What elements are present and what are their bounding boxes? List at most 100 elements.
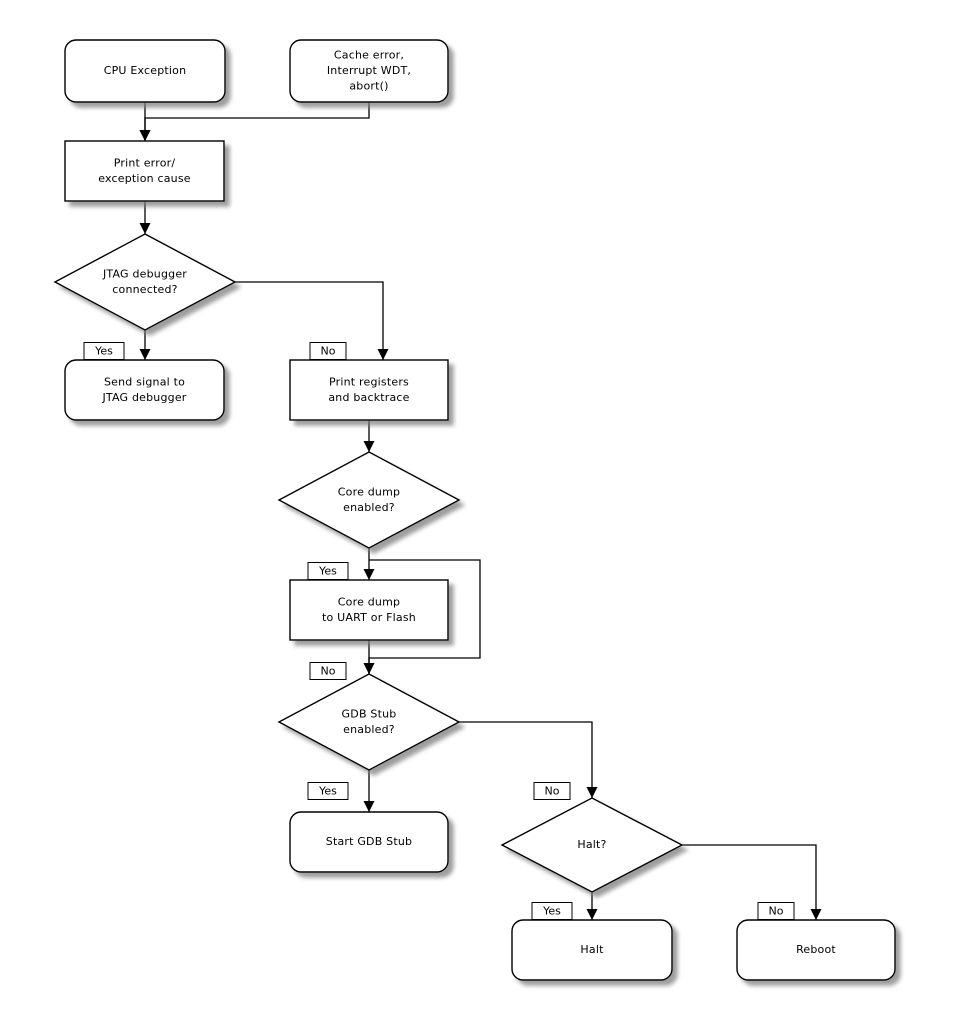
arrowhead-icon <box>377 349 389 360</box>
edge-label-e_jtag_yes: Yes <box>83 342 125 360</box>
node-jtag_connected[interactable]: JTAG debugger connected? <box>53 233 237 331</box>
node-label: Interrupt WDT, <box>327 64 411 77</box>
node-shape-rounded <box>511 919 673 981</box>
edge-path <box>682 844 817 920</box>
edge-label-e_coreq_no: No <box>309 662 347 680</box>
node-label: CPU Exception <box>104 64 187 77</box>
node-core_dump_do[interactable]: Core dump to UART or Flash <box>289 579 449 641</box>
edge-label-box <box>307 562 349 580</box>
edge-label-e_haltq_no: No <box>757 902 795 920</box>
node-shape-rect <box>289 359 449 421</box>
arrowhead-icon <box>586 909 598 920</box>
edge-label-box <box>531 902 573 920</box>
node-label: Core dump <box>338 485 400 498</box>
node-label: Print registers <box>329 375 409 388</box>
edge-path <box>235 281 384 360</box>
node-label: and backtrace <box>328 391 409 404</box>
node-label: exception cause <box>98 172 191 185</box>
edge-label-e_jtag_no: No <box>309 342 347 360</box>
node-cache_error[interactable]: Cache error, Interrupt WDT, abort() <box>289 39 449 103</box>
node-core_dump_q[interactable]: Core dump enabled? <box>277 451 461 549</box>
edge-e_registers_to_coreq <box>363 420 375 452</box>
edge-label-text: No <box>545 785 560 798</box>
arrowhead-icon <box>139 130 151 141</box>
node-label: connected? <box>112 283 177 296</box>
node-label: JTAG debugger <box>101 391 186 404</box>
node-shape-rounded <box>64 39 226 103</box>
node-cpu_exception[interactable]: CPU Exception <box>64 39 226 103</box>
node-shape-diamond <box>500 797 684 893</box>
node-label: Halt? <box>577 838 606 851</box>
node-shape-rect <box>289 579 449 641</box>
edge-e_jtag_no <box>235 281 389 360</box>
node-shape-rounded <box>289 39 449 103</box>
node-label: JTAG debugger <box>102 267 187 280</box>
edge-label-box <box>533 782 571 800</box>
edge-label-e_gdbq_no: No <box>533 782 571 800</box>
node-label: enabled? <box>343 723 395 736</box>
node-label: GDB Stub <box>342 707 397 720</box>
node-shape-rounded <box>64 359 225 421</box>
edge-label-e_haltq_yes: Yes <box>531 902 573 920</box>
node-shape-diamond <box>277 451 461 549</box>
node-label: Reboot <box>796 943 836 956</box>
node-label: abort() <box>349 80 388 93</box>
arrowhead-icon <box>363 569 375 580</box>
arrowhead-icon <box>363 801 375 812</box>
arrowhead-icon <box>586 787 598 798</box>
arrowhead-icon <box>139 223 151 234</box>
edge-label-e_coreq_yes: Yes <box>307 562 349 580</box>
edge-label-text: No <box>769 905 784 918</box>
edge-e_print_to_jtag <box>139 201 151 234</box>
node-print_registers[interactable]: Print registers and backtrace <box>289 359 449 421</box>
node-reboot[interactable]: Reboot <box>736 919 896 981</box>
edge-label-e_gdbq_yes: Yes <box>307 782 349 800</box>
arrowhead-icon <box>363 663 375 674</box>
edge-e_haltq_yes <box>586 892 598 920</box>
edge-path <box>144 102 370 141</box>
edge-label-text: No <box>321 665 336 678</box>
node-label: enabled? <box>343 501 395 514</box>
node-shape-rect <box>64 140 225 202</box>
node-halt_q[interactable]: Halt? <box>500 797 684 893</box>
edge-label-box <box>83 342 125 360</box>
edge-e_coreq_yes <box>363 548 375 580</box>
arrowhead-icon <box>363 441 375 452</box>
node-print_error[interactable]: Print error/exception cause <box>64 140 225 202</box>
node-label: Core dump <box>338 595 400 608</box>
arrowhead-icon <box>139 349 151 360</box>
edge-label-box <box>757 902 795 920</box>
edge-e_jtag_yes <box>139 330 151 360</box>
edge-e_gdbq_no <box>459 721 598 798</box>
edge-label-box <box>307 782 349 800</box>
node-start_gdb_stub[interactable]: Start GDB Stub <box>289 811 449 873</box>
arrowhead-icon <box>810 909 822 920</box>
node-label: to UART or Flash <box>322 611 416 624</box>
edge-e_cache_to_print <box>139 102 370 141</box>
edge-label-box <box>309 342 347 360</box>
edge-e_haltq_no <box>682 844 822 920</box>
node-shape-diamond <box>277 673 461 771</box>
edge-label-box <box>309 662 347 680</box>
node-label: Halt <box>580 943 604 956</box>
node-shape-rounded <box>289 811 449 873</box>
edge-label-text: Yes <box>94 345 113 358</box>
edge-path <box>459 721 593 798</box>
node-shape-rounded <box>736 919 896 981</box>
node-shape-diamond <box>53 233 237 331</box>
node-halt[interactable]: Halt <box>511 919 673 981</box>
node-label: Send signal to <box>104 375 185 388</box>
node-label: Cache error, <box>334 49 404 62</box>
edge-label-text: Yes <box>318 565 337 578</box>
edge-label-text: Yes <box>542 905 561 918</box>
node-label: Start GDB Stub <box>326 835 412 848</box>
node-send_signal[interactable]: Send signal to JTAG debugger <box>64 359 225 421</box>
edge-label-text: Yes <box>318 785 337 798</box>
edges-layer <box>139 102 822 920</box>
edge-e_gdbq_yes <box>363 770 375 812</box>
node-label: Print error/ <box>114 156 176 169</box>
node-gdb_stub_q[interactable]: GDB Stub enabled? <box>277 673 461 771</box>
nodes-layer: CPU Exception Cache error, Interrupt WDT, a… <box>53 39 896 981</box>
